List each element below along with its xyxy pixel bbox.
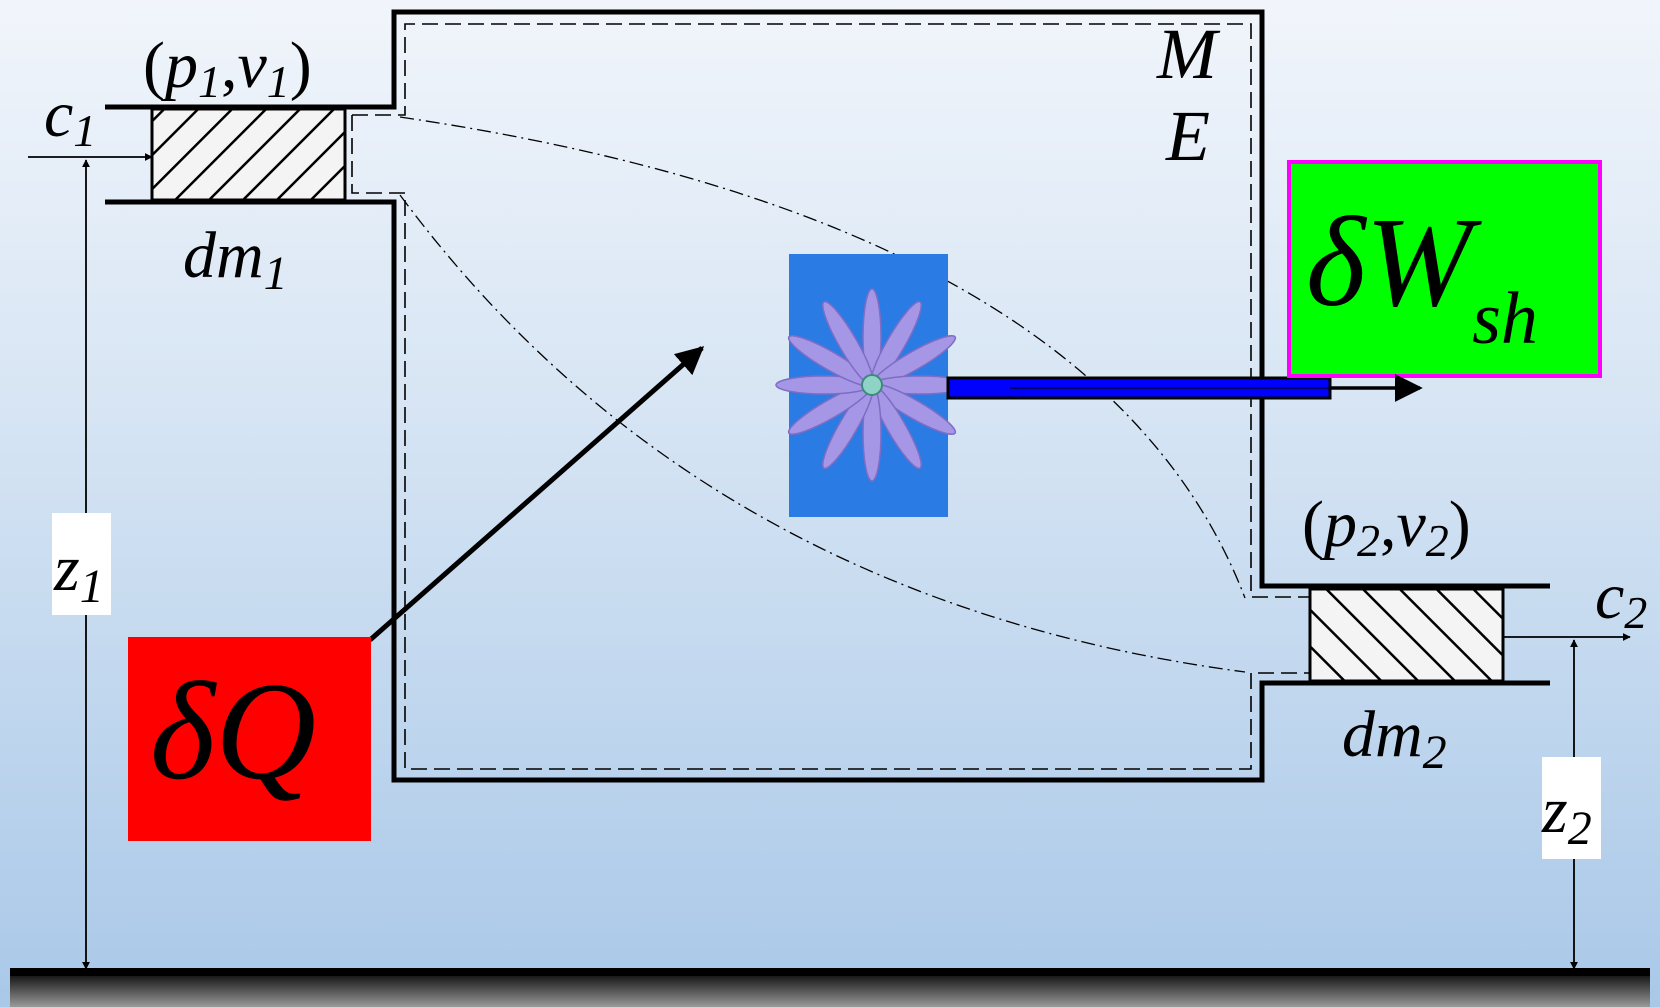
- inlet-mass-element: [150, 107, 347, 202]
- z2-label-box: [1542, 757, 1601, 859]
- heat-label: δQ: [150, 654, 316, 809]
- outlet-velocity-label: c2: [1595, 560, 1647, 638]
- control-volume-wall: [105, 9, 1550, 589]
- turbine-rotor-icon: [775, 288, 969, 482]
- system-mass-symbol: M: [1156, 14, 1221, 94]
- outlet-mass-label: dm2: [1342, 698, 1447, 779]
- heat-transfer-arrow: [368, 346, 705, 642]
- inlet-state-label: (p1,v1): [143, 29, 312, 107]
- control-volume-wall-lower: [105, 199, 1550, 783]
- z1-label: z1: [53, 532, 104, 613]
- work-box: [1287, 160, 1602, 378]
- heat-box: [128, 637, 371, 841]
- inlet-velocity-label: c1: [44, 78, 96, 156]
- outlet-state-label: (p2,v2): [1302, 488, 1471, 566]
- system-energy-symbol: E: [1165, 96, 1210, 176]
- z2-label: z2: [1541, 774, 1592, 855]
- inlet-mass-label: dm1: [183, 219, 288, 300]
- streamline-lower: [399, 194, 1246, 673]
- ground: [10, 970, 1650, 1007]
- outlet-mass-element: [1308, 587, 1505, 683]
- control-surface-dashed-lower: [351, 115, 1312, 770]
- z1-label-box: [52, 513, 111, 615]
- control-surface-dashed: [352, 23, 1312, 598]
- work-label: δWsh: [1306, 191, 1538, 360]
